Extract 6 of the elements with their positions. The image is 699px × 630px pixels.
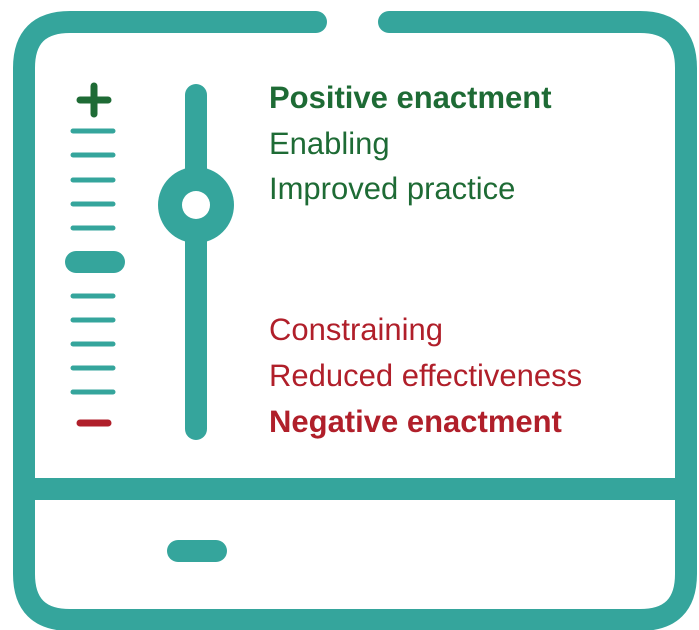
scale-label: Reduced effectiveness (269, 358, 582, 394)
scale-label: Positive enactment (269, 80, 552, 116)
scale-label: Enabling (269, 126, 390, 162)
scale-label: Improved practice (269, 171, 516, 207)
scale-label: Constraining (269, 312, 444, 348)
scale-label: Negative enactment (269, 404, 562, 440)
